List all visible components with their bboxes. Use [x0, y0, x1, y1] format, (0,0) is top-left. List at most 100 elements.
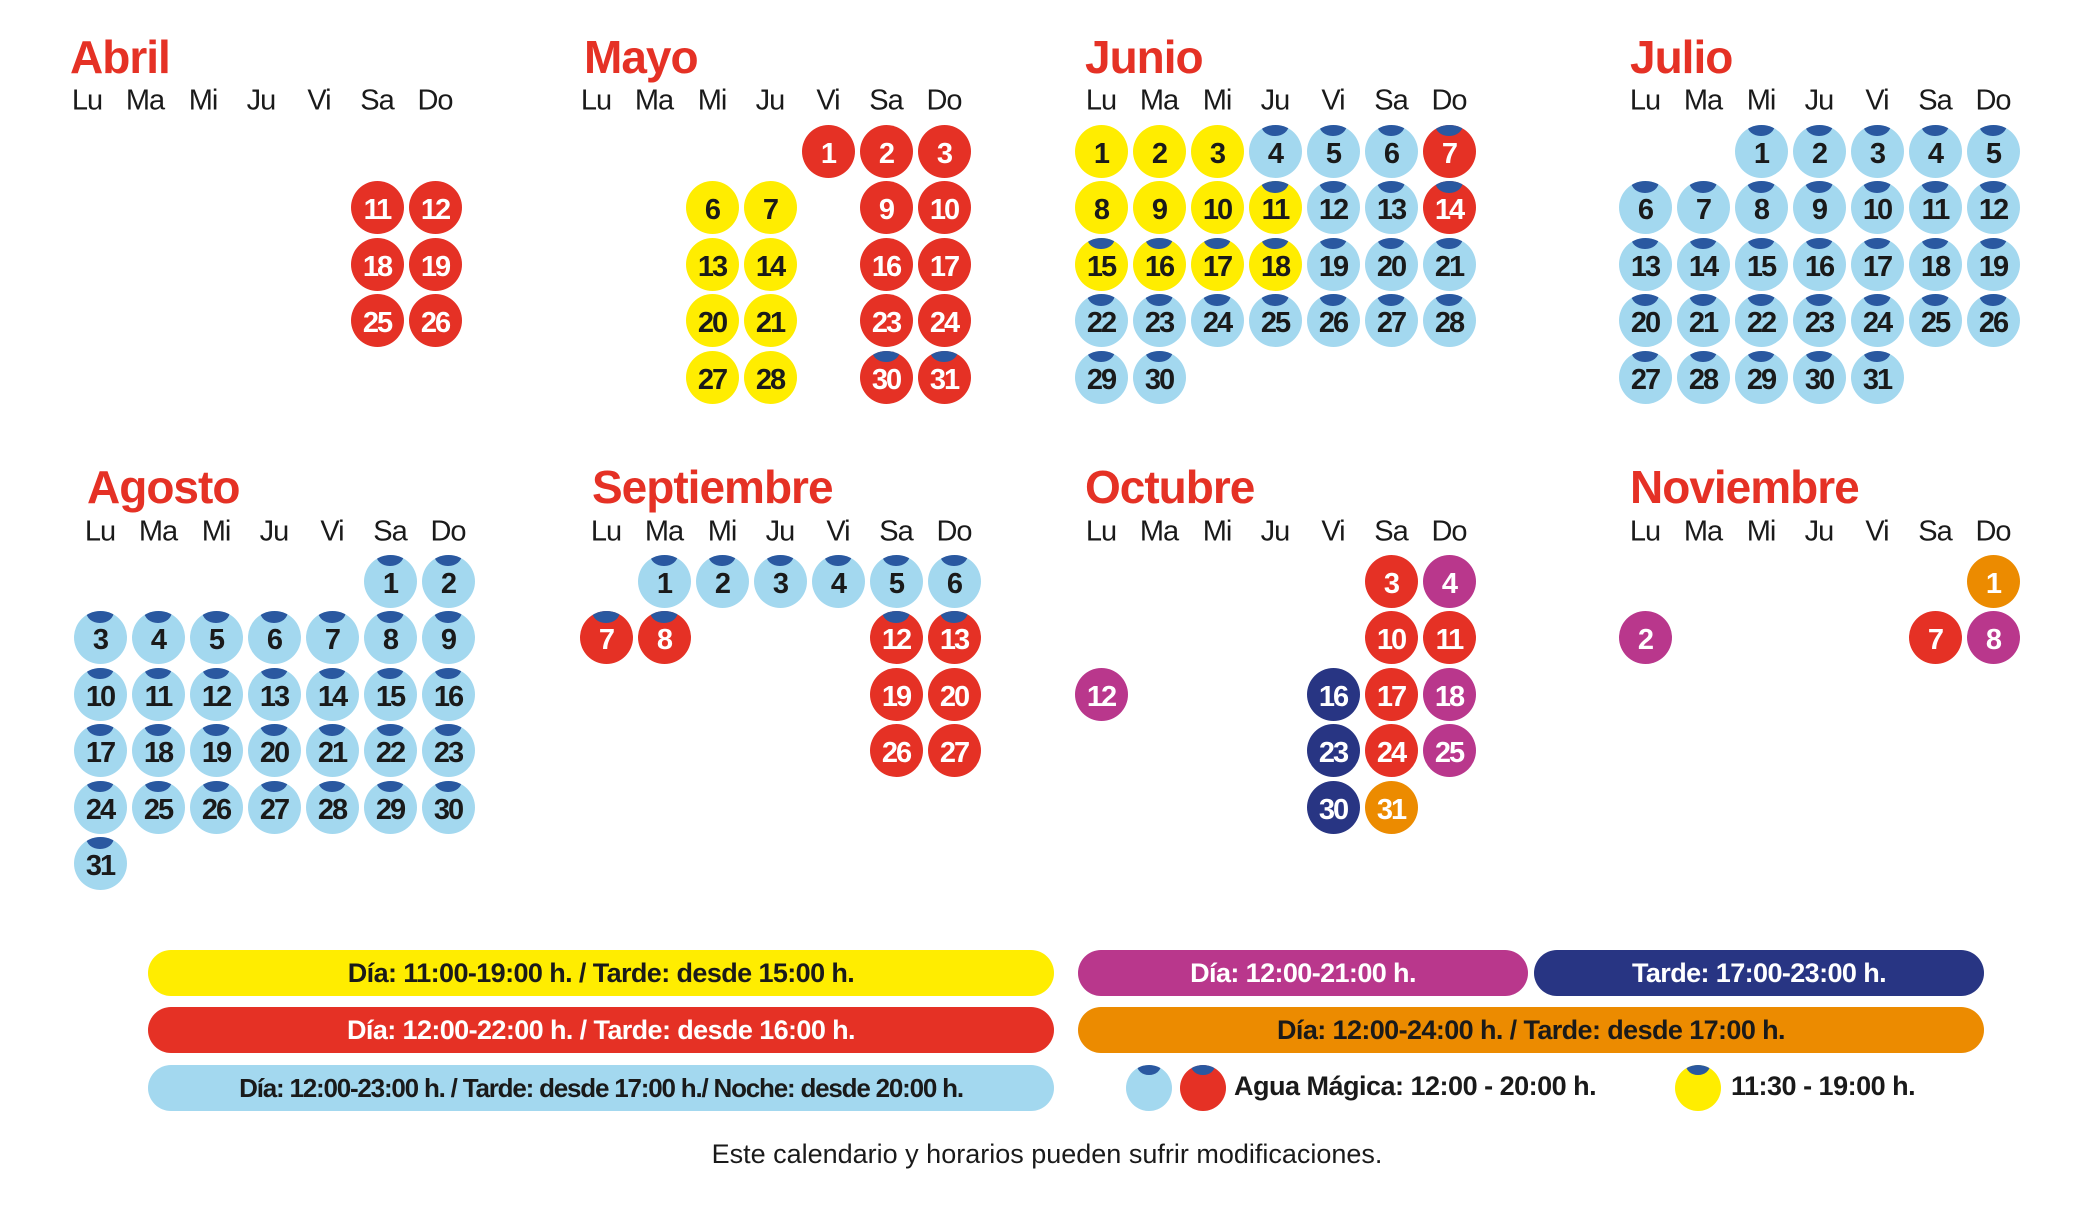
weekday-header: Ju: [1260, 84, 1291, 117]
day-circle: 28: [305, 780, 359, 834]
day-circle: 18: [1248, 237, 1302, 291]
weekday-header: Mi: [188, 84, 219, 117]
day-number: 2: [1151, 137, 1168, 170]
agua-magica-cap-icon: [318, 667, 346, 680]
day-number: 1: [1753, 137, 1770, 170]
day-number: 21: [1434, 250, 1465, 283]
day-number: 1: [1985, 567, 2002, 600]
weekday-header: Ju: [1804, 84, 1835, 117]
agua-magica-cap-icon: [86, 837, 114, 849]
legend-lightblue: Día: 12:00-23:00 h. / Tarde: desde 17:00…: [148, 1065, 1054, 1111]
day-number: 26: [1318, 307, 1349, 339]
day-number: 8: [1985, 624, 2002, 656]
day-circle: 15: [1074, 237, 1128, 291]
day-circle: 17: [1364, 667, 1418, 721]
lightblue-cap-circle-icon: [1126, 1065, 1172, 1111]
day-circle: 20: [1618, 294, 1672, 347]
day-circle: 6: [1364, 124, 1418, 178]
day-number: 11: [144, 680, 174, 713]
day-number: 16: [1804, 250, 1835, 283]
agua-magica-cap-icon: [1689, 294, 1717, 306]
agua-magica-cap-icon: [376, 780, 404, 793]
agua-magica-cap-icon: [144, 780, 172, 793]
day-number: 28: [317, 793, 348, 826]
agua-magica-cap-icon: [1319, 237, 1347, 250]
agua-magica-cap-icon: [318, 724, 346, 736]
weekday-header: Lu: [84, 515, 116, 548]
weekday-header: Ma: [1139, 84, 1179, 117]
agua-magica-cap-icon: [1805, 181, 1833, 193]
day-circle: 23: [1132, 294, 1186, 347]
day-number: 31: [1376, 793, 1407, 826]
day-number: 20: [697, 307, 728, 339]
agua-magica-cap-icon: [260, 724, 288, 736]
day-circle: 8: [637, 611, 691, 664]
day-circle: 25: [1248, 294, 1302, 347]
day-circle: 26: [408, 294, 462, 347]
agua-magica-cap-icon: [1921, 181, 1949, 193]
day-circle: 20: [927, 667, 981, 721]
day-circle: 19: [869, 667, 923, 721]
day-number: 6: [266, 624, 283, 656]
weekday-header: Lu: [1085, 84, 1117, 117]
day-number: 14: [1434, 194, 1465, 226]
weekday-header: Vi: [816, 84, 840, 117]
day-number: 2: [1637, 624, 1654, 656]
day-number: 31: [929, 363, 960, 396]
day-number: 16: [433, 680, 464, 713]
agua-magica-cap-icon: [376, 554, 404, 567]
agua-magica-cap-icon: [1863, 181, 1891, 193]
agua-magica-cap-icon: [1377, 181, 1405, 193]
day-number: 1: [1093, 137, 1110, 170]
day-circle: 16: [1792, 237, 1846, 291]
day-number: 27: [697, 363, 728, 396]
day-circle: 1: [1734, 124, 1788, 178]
day-circle: 13: [247, 667, 301, 721]
day-circle: 8: [1074, 181, 1128, 234]
day-circle: 20: [1364, 237, 1418, 291]
day-number: 12: [881, 624, 912, 656]
day-circle: 27: [927, 724, 981, 777]
day-number: 7: [1927, 624, 1944, 656]
day-circle: 6: [927, 554, 981, 608]
agua-magica-cap-icon: [882, 554, 910, 567]
day-circle: 21: [743, 294, 797, 347]
agua-magica-cap-icon: [1805, 237, 1833, 250]
weekday-header: Sa: [373, 515, 407, 548]
day-circle: 29: [363, 780, 417, 834]
day-number: 25: [1260, 307, 1291, 339]
agua-magica-cap-icon: [940, 554, 968, 567]
month-title: Mayo: [584, 31, 699, 83]
day-number: 14: [317, 680, 348, 713]
agua-magica-cap-icon: [1979, 181, 2007, 193]
weekday-header: Vi: [826, 515, 850, 548]
day-circle: 31: [1364, 780, 1418, 834]
day-circle: 27: [1364, 294, 1418, 347]
day-number: 30: [433, 793, 464, 826]
day-circle: 19: [408, 237, 462, 291]
day-circle: 2: [859, 124, 913, 178]
day-circle: 20: [685, 294, 739, 347]
day-number: 27: [1630, 363, 1661, 396]
agua-magica-cap-icon: [1805, 350, 1833, 363]
day-number: 4: [150, 624, 167, 656]
day-circle: 21: [1422, 237, 1476, 291]
agua-magica-cap-icon: [1863, 124, 1891, 137]
day-circle: 1: [801, 124, 855, 178]
day-circle: 22: [1074, 294, 1128, 347]
legend-purple: Día: 12:00-21:00 h.: [1078, 950, 1528, 996]
day-number: 8: [1753, 194, 1770, 226]
day-circle: 4: [1248, 124, 1302, 178]
agua-magica-cap-icon: [318, 780, 346, 793]
agua-magica-cap-icon: [1921, 237, 1949, 250]
agua-magica-cap-icon: [872, 350, 900, 363]
day-number: 18: [1434, 680, 1465, 713]
day-number: 17: [85, 737, 116, 769]
agua-magica-cap-icon: [1979, 294, 2007, 306]
agua-magica-cap-icon: [434, 724, 462, 736]
agua-magica-cap-icon: [376, 667, 404, 680]
day-number: 3: [92, 624, 109, 656]
day-number: 2: [714, 567, 731, 600]
agua-magica-cap-icon: [1261, 181, 1289, 193]
weekday-header: Do: [1431, 515, 1467, 548]
